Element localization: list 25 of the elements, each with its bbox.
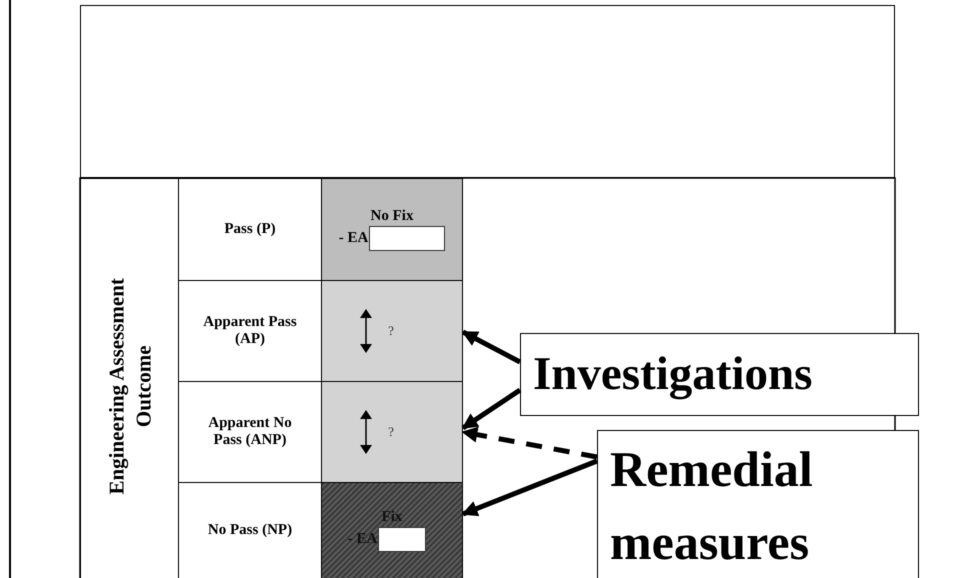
- row-label: Apparent No Pass (ANP): [207, 414, 293, 450]
- arrow: [462, 388, 522, 430]
- result-note: - EA: [338, 230, 368, 247]
- callout-text: Investigations: [533, 348, 812, 400]
- question-mark: ?: [388, 424, 394, 440]
- arrow: [462, 330, 522, 364]
- callout-text: Remedial measures: [610, 440, 814, 572]
- row-label: Apparent Pass (AP): [203, 314, 297, 348]
- result-cell: [321, 280, 463, 382]
- row-label: Pass (P): [224, 220, 276, 238]
- result-note: - EA: [348, 530, 378, 548]
- result-cell: [321, 178, 463, 281]
- question-mark: ?: [388, 324, 394, 338]
- header-cell: [80, 178, 179, 578]
- hatched-result-cell: [321, 482, 463, 578]
- vertical-heading: Engineering Assessment Outcome: [103, 277, 156, 497]
- result-cell: [321, 381, 463, 483]
- arrow: [461, 426, 598, 460]
- result-text: Fix: [382, 509, 402, 527]
- callout-box: [597, 430, 919, 578]
- result-text: No Fix: [370, 208, 414, 226]
- row-label: No Pass (NP): [208, 522, 292, 540]
- arrow: [462, 458, 598, 516]
- empty-panel: [80, 5, 895, 178]
- callout-box: [520, 333, 919, 416]
